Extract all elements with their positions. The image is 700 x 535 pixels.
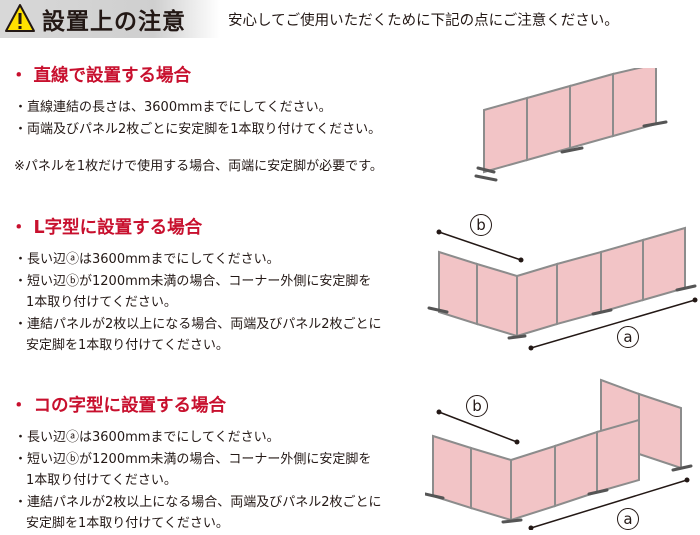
section-heading-u-shape: ・コの字型に設置する場合 xyxy=(10,396,226,416)
header-bar xyxy=(0,0,220,38)
section-line: ・短い辺ⓑが1200mm未満の場合、コーナー外側に安定脚を xyxy=(14,274,372,289)
section-line: ・直線連結の長さは、3600mmまでにしてください。 xyxy=(14,100,332,115)
l-shape-layout-diagram xyxy=(427,226,698,351)
page-title: 設置上の注意 xyxy=(42,9,186,35)
dimension-label-a: a xyxy=(617,508,639,530)
warning-icon xyxy=(5,4,35,32)
section-line: ・長い辺ⓐは3600mmまでにしてください。 xyxy=(14,252,280,267)
section-line: 安定脚を1本取り付けてください。 xyxy=(26,338,229,353)
section-line: 1本取り付けてください。 xyxy=(26,295,177,310)
dimension-label-a: a xyxy=(617,326,639,348)
dimension-label-b: b xyxy=(470,214,492,236)
section-line: ・短い辺ⓑが1200mm未満の場合、コーナー外側に安定脚を xyxy=(14,452,372,467)
section-heading-straight: ・直線で設置する場合 xyxy=(10,66,191,86)
section-line: ・両端及びパネル2枚ごとに安定脚を1本取り付けてください。 xyxy=(14,122,382,137)
u-shape-layout-diagram xyxy=(425,378,693,530)
section-heading-l-shape: ・L字型に設置する場合 xyxy=(10,218,203,238)
section-line: 1本取り付けてください。 xyxy=(26,473,177,488)
section-note: ※パネルを1枚だけで使用する場合、両端に安定脚が必要です。 xyxy=(14,159,383,174)
section-line: ・連結パネルが2枚以上になる場合、両端及びパネル2枚ごとに xyxy=(14,317,382,332)
straight-layout-diagram xyxy=(474,68,668,182)
dimension-label-b: b xyxy=(466,395,488,417)
page-subtitle: 安心してご使用いただくために下記の点にご注意ください。 xyxy=(228,13,619,29)
section-line: 安定脚を1本取り付けてください。 xyxy=(26,516,229,531)
section-line: ・長い辺ⓐは3600mmまでにしてください。 xyxy=(14,430,280,445)
section-line: ・連結パネルが2枚以上になる場合、両端及びパネル2枚ごとに xyxy=(14,495,382,510)
